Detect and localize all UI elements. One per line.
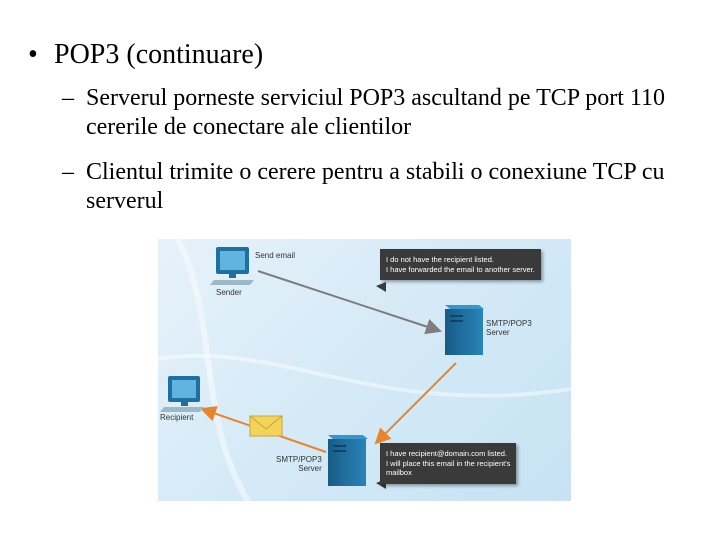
computer-icon: [160, 376, 204, 412]
tooltip-line: mailbox: [386, 468, 412, 477]
tooltip-bottom: I have recipient@domain.com listed. I wi…: [380, 443, 517, 484]
tooltip-top: I do not have the recipient listed. I ha…: [380, 249, 541, 280]
tooltip-line: I have recipient@domain.com listed.: [386, 449, 508, 458]
server-label-line: Server: [486, 328, 510, 337]
envelope-icon: [249, 415, 283, 437]
server-label-top: SMTP/POP3 Server: [486, 319, 532, 337]
background-streaks: [158, 239, 571, 501]
subpoint-text: Clientul trimite o cerere pentru a stabi…: [86, 159, 665, 214]
server-label-bottom: SMTP/POP3 Server: [276, 455, 322, 473]
slide-title: • POP3 (continuare): [28, 38, 263, 72]
send-email-label: Send email: [255, 251, 296, 260]
server-icon: [328, 435, 368, 486]
server-label-line: SMTP/POP3: [276, 455, 322, 464]
tooltip-line: I do not have the recipient listed.: [386, 255, 494, 264]
send-arrow: [257, 270, 442, 335]
server-icon: [445, 305, 484, 355]
tooltip-line: I have forwarded the email to another se…: [386, 264, 535, 274]
email-flow-diagram: Send email Sender Recipient SMTP/POP3 Se…: [158, 239, 571, 501]
sender-label: Sender: [216, 288, 242, 297]
diagram-graphics: [158, 239, 571, 501]
server-label-line: SMTP/POP3: [486, 319, 532, 328]
slide-title-text: POP3 (continuare): [54, 39, 264, 70]
forward-arrow: [374, 362, 457, 445]
dash-marker: –: [62, 85, 74, 111]
dash-marker: –: [62, 159, 74, 185]
subpoint-1: – Serverul porneste serviciul POP3 ascul…: [62, 84, 686, 142]
bullet-marker: •: [28, 39, 38, 70]
subpoint-2: – Clientul trimite o cerere pentru a sta…: [62, 158, 686, 216]
recipient-label: Recipient: [160, 413, 194, 422]
computer-icon: [210, 247, 254, 285]
tooltip-line: I will place this email in the recipient…: [386, 458, 511, 468]
tooltip-pointer: [376, 282, 386, 292]
subpoint-text: Serverul porneste serviciul POP3 asculta…: [86, 85, 666, 140]
server-label-line: Server: [298, 464, 322, 473]
